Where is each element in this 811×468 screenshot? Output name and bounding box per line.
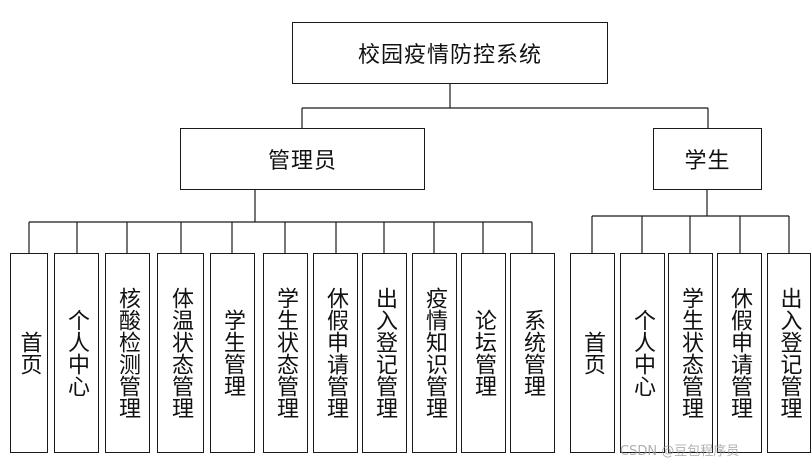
admin-leaf-temperature: 体温状态管理 bbox=[157, 253, 204, 453]
student-leaf-leave-request: 休假申请管理 bbox=[717, 253, 762, 453]
admin-leaf-system: 系统管理 bbox=[510, 253, 555, 453]
student-leaf-personal-center: 个人中心 bbox=[620, 253, 665, 453]
admin-leaf-epidemic-knowledge: 疫情知识管理 bbox=[412, 253, 457, 453]
admin-leaf-personal-center: 个人中心 bbox=[54, 253, 99, 453]
student-leaf-entry-exit: 出入登记管理 bbox=[767, 253, 811, 453]
admin-node: 管理员 bbox=[180, 128, 425, 190]
admin-leaf-entry-exit: 出入登记管理 bbox=[362, 253, 407, 453]
student-leaf-home: 首页 bbox=[570, 253, 615, 453]
admin-leaf-student-mgmt: 学生管理 bbox=[210, 253, 255, 453]
admin-leaf-home: 首页 bbox=[10, 253, 48, 453]
admin-leaf-nucleic-test: 核酸检测管理 bbox=[105, 253, 150, 453]
student-leaf-student-status: 学生状态管理 bbox=[668, 253, 713, 453]
csdn-watermark: CSDN @豆包程序员 bbox=[620, 444, 740, 459]
student-node: 学生 bbox=[653, 128, 762, 190]
root-node: 校园疫情防控系统 bbox=[292, 22, 608, 84]
admin-leaf-student-status: 学生状态管理 bbox=[263, 253, 308, 453]
admin-leaf-leave-request: 休假申请管理 bbox=[313, 253, 358, 453]
admin-leaf-forum: 论坛管理 bbox=[461, 253, 506, 453]
